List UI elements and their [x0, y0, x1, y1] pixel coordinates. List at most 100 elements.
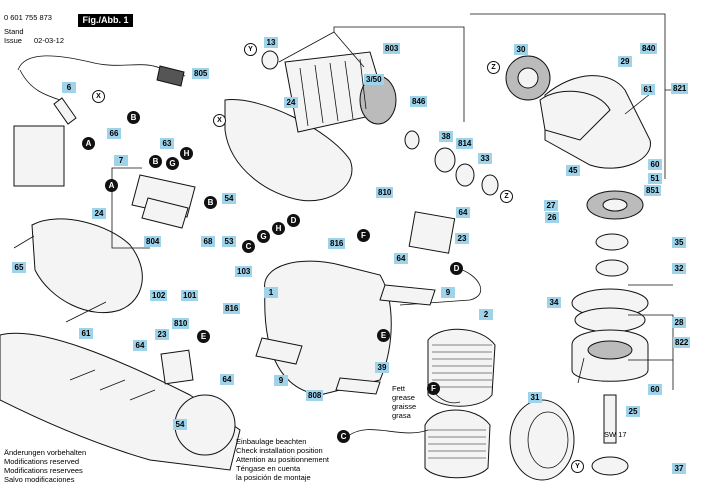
part-label-37: 37 — [672, 463, 686, 474]
callout-b: B — [127, 111, 140, 124]
note-line: Salvo modificaciones — [4, 475, 75, 484]
part-label-45: 45 — [566, 165, 580, 176]
part-label-821: 821 — [671, 83, 689, 94]
part-label-803: 803 — [383, 43, 401, 54]
part-label-60: 60 — [648, 159, 662, 170]
part-label-64: 64 — [456, 207, 470, 218]
part-label-1: 1 — [264, 287, 278, 298]
part-label-24: 24 — [92, 208, 106, 219]
callout-g: G — [166, 157, 179, 170]
part-label-851: 851 — [644, 185, 662, 196]
part-label-28: 28 — [672, 317, 686, 328]
part-label-61: 61 — [641, 84, 655, 95]
part-label-32: 32 — [672, 263, 686, 274]
part-label-30: 30 — [514, 44, 528, 55]
part-label-31: 31 — [528, 392, 542, 403]
callout-f: F — [357, 229, 370, 242]
stand-label: Stand — [4, 27, 24, 36]
part-label-63: 63 — [160, 138, 174, 149]
part-label-53: 53 — [222, 236, 236, 247]
part-label-60: 60 — [648, 384, 662, 395]
callout-c: C — [337, 430, 350, 443]
part-label-816: 816 — [223, 303, 241, 314]
issue-date: 02-03-12 — [34, 36, 65, 45]
callout-f: F — [427, 382, 440, 395]
part-label-51: 51 — [648, 173, 662, 184]
part-label-840: 840 — [640, 43, 658, 54]
callout-c: C — [242, 240, 255, 253]
part-label-846: 846 — [410, 96, 428, 107]
part-label-66: 66 — [107, 128, 121, 139]
part-label-13: 13 — [264, 37, 278, 48]
part-label-9: 9 — [274, 375, 288, 386]
callout-h: H — [272, 222, 285, 235]
part-label-29: 29 — [618, 56, 632, 67]
part-label-34: 34 — [547, 297, 561, 308]
part-label-26: 26 — [545, 212, 559, 223]
callout-b: B — [204, 196, 217, 209]
callout-z: Z — [487, 61, 500, 74]
callout-e: E — [377, 329, 390, 342]
installation-note: Einbaulage beachten Check installation p… — [236, 437, 329, 482]
part-label-804: 804 — [144, 236, 162, 247]
figure-title: Fig./Abb. 1 — [78, 14, 133, 27]
grease-note: Fett grease graisse grasa — [392, 384, 416, 420]
part-label-9: 9 — [441, 287, 455, 298]
part-label-64: 64 — [394, 253, 408, 264]
part-label-35: 35 — [672, 237, 686, 248]
note-line: Modifications reserved — [4, 457, 80, 466]
callout-d: D — [287, 214, 300, 227]
part-label-54: 54 — [173, 419, 187, 430]
part-label-68: 68 — [201, 236, 215, 247]
part-label-816: 816 — [328, 238, 346, 249]
part-label-810: 810 — [172, 318, 190, 329]
callout-a: A — [82, 137, 95, 150]
note-line: la posición de montaje — [236, 473, 311, 482]
part-label-805: 805 — [192, 68, 210, 79]
part-label-822: 822 — [673, 337, 691, 348]
part-label-101: 101 — [181, 290, 199, 301]
callout-b: B — [149, 155, 162, 168]
part-label-23: 23 — [155, 329, 169, 340]
callout-h: H — [180, 147, 193, 160]
part-label-814: 814 — [456, 138, 474, 149]
part-label-2: 2 — [479, 309, 493, 320]
callout-y: Y — [244, 43, 257, 56]
note-line: Attention au positionnement — [236, 455, 329, 464]
part-label-3-50: 3/50 — [364, 74, 384, 85]
part-label-24: 24 — [284, 97, 298, 108]
part-label-61: 61 — [79, 328, 93, 339]
callout-a: A — [105, 179, 118, 192]
callout-g: G — [257, 230, 270, 243]
note-line: Fett — [392, 384, 405, 393]
note-line: Einbaulage beachten — [236, 437, 307, 446]
wrench-size: SW 17 — [604, 430, 627, 439]
part-label-103: 103 — [235, 266, 253, 277]
note-line: grasa — [392, 411, 411, 420]
part-label-33: 33 — [478, 153, 492, 164]
note-line: graisse — [392, 402, 417, 411]
callout-d: D — [450, 262, 463, 275]
callout-e: E — [197, 330, 210, 343]
issue-label: Issue — [4, 36, 22, 45]
part-label-23: 23 — [455, 233, 469, 244]
note-line: Modifications reservees — [4, 466, 83, 475]
part-label-54: 54 — [222, 193, 236, 204]
part-number: 0 601 755 873 — [4, 13, 52, 22]
part-label-38: 38 — [439, 131, 453, 142]
callout-y: Y — [571, 460, 584, 473]
note-line: Check installation position — [236, 446, 323, 455]
callout-x: X — [92, 90, 105, 103]
part-label-102: 102 — [150, 290, 168, 301]
note-line: Änderungen vorbehalten — [4, 448, 87, 457]
note-line: Téngase en cuenta — [236, 464, 301, 473]
callout-z: Z — [500, 190, 513, 203]
part-label-64: 64 — [220, 374, 234, 385]
part-label-39: 39 — [375, 362, 389, 373]
part-label-64: 64 — [133, 340, 147, 351]
modifications-note: Änderungen vorbehalten Modifications res… — [4, 448, 86, 484]
part-label-27: 27 — [544, 200, 558, 211]
callout-x: X — [213, 114, 226, 127]
part-label-25: 25 — [626, 406, 640, 417]
